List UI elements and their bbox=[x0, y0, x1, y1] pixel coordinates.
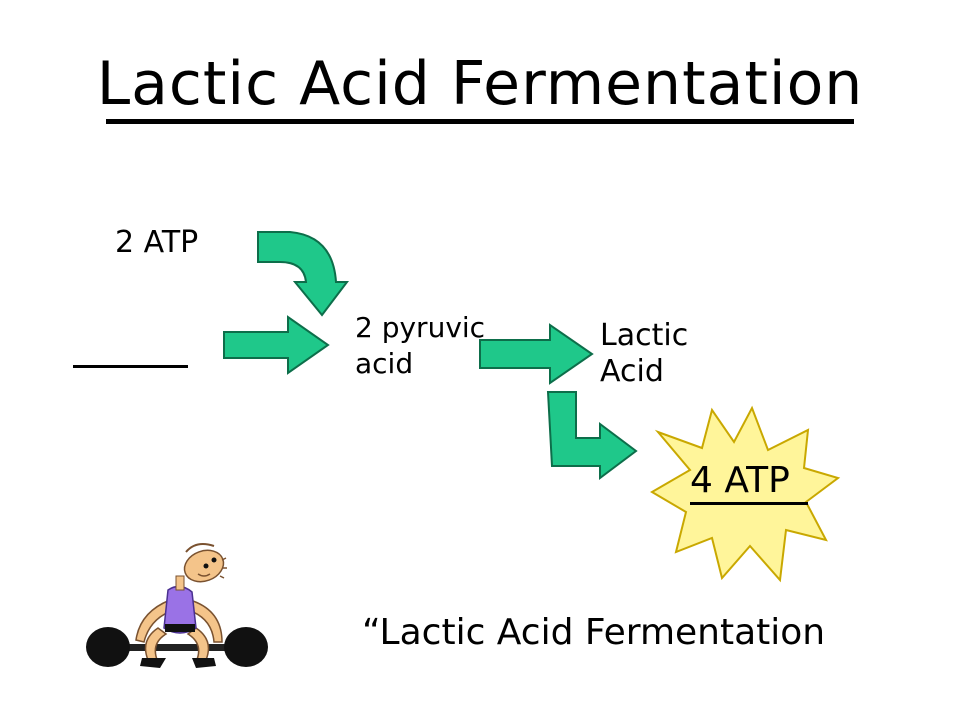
star-burst-icon bbox=[650, 405, 841, 583]
pyruvic-acid-label: 2 pyruvic acid bbox=[355, 310, 485, 382]
caption-text: “Lactic Acid Fermentation bbox=[362, 612, 826, 653]
lactic-line-2: Acid bbox=[600, 354, 664, 389]
bent-arrow-icon bbox=[546, 391, 638, 480]
title-underline bbox=[106, 119, 854, 124]
weightlifter-icon bbox=[86, 543, 268, 668]
lactic-line-1: Lactic bbox=[600, 318, 689, 353]
pyruvic-line-1: 2 pyruvic bbox=[355, 311, 486, 344]
blank-answer-line bbox=[73, 365, 188, 368]
right-arrow-icon bbox=[479, 323, 594, 385]
slide-title: Lactic Acid Fermentation bbox=[96, 49, 864, 119]
pyruvic-line-2: acid bbox=[355, 347, 414, 380]
curved-arrow-icon bbox=[257, 231, 350, 317]
lactic-acid-label: Lactic Acid bbox=[600, 318, 688, 390]
atp-input-label: 2 ATP bbox=[115, 225, 199, 260]
atp-output-label: 4 ATP bbox=[690, 460, 790, 501]
right-arrow-icon bbox=[223, 315, 330, 375]
atp-output-underline bbox=[690, 502, 808, 505]
